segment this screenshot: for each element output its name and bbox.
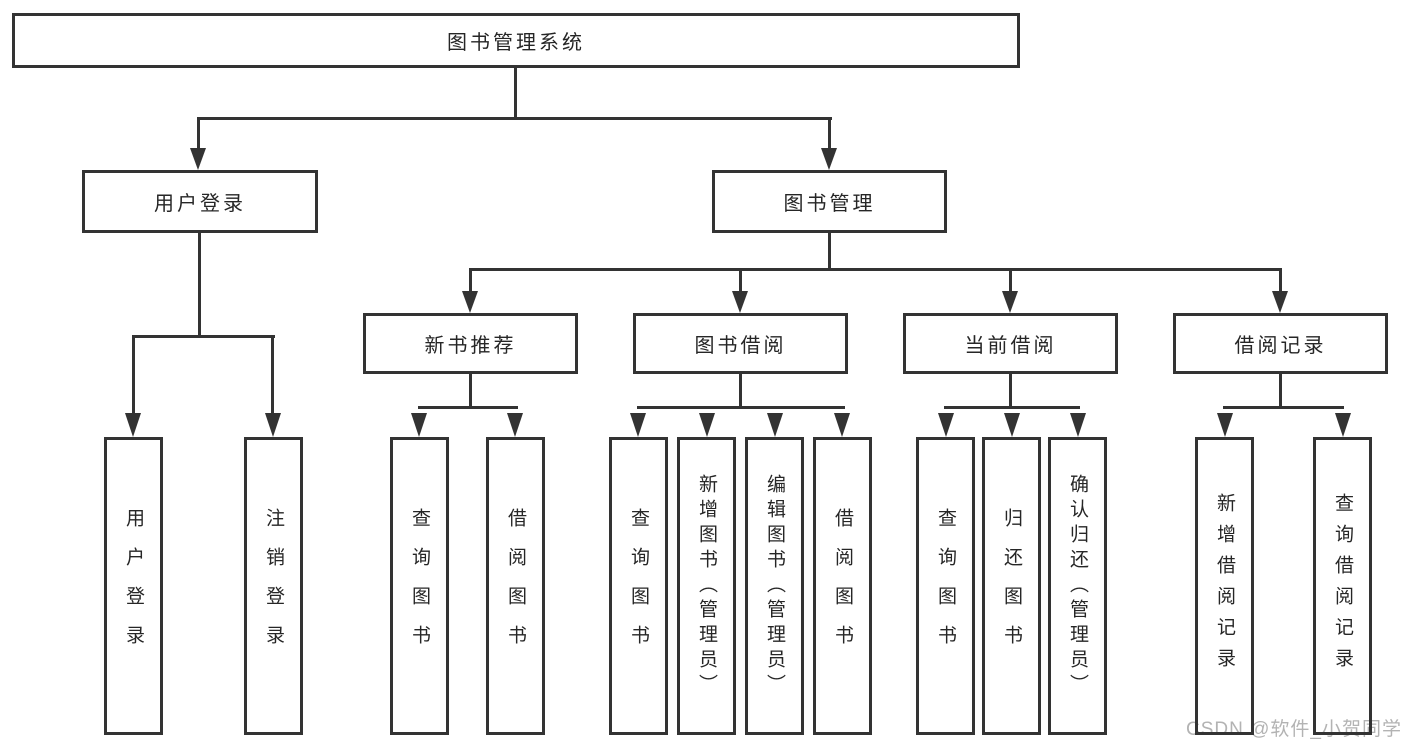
node-label: 借阅图书 — [832, 508, 853, 664]
arrow-down-icon — [125, 413, 141, 437]
node-book-management: 图书管理 — [712, 170, 947, 233]
arrow-down-icon — [507, 413, 523, 437]
connector-vline — [739, 268, 742, 292]
arrow-down-icon — [1217, 413, 1233, 437]
connector-vline — [469, 268, 472, 292]
arrow-down-icon — [1272, 291, 1288, 313]
connector-vline — [469, 373, 472, 409]
node-label: 查询图书 — [935, 508, 956, 664]
connector-hline — [197, 117, 832, 120]
csdn-watermark: CSDN @软件_小贺同学 — [1186, 719, 1402, 740]
connector-vline — [1009, 268, 1012, 292]
connector-vline — [132, 335, 135, 415]
node-borrowing-records: 借阅记录 — [1173, 313, 1388, 374]
connector-hline — [637, 406, 845, 409]
node-borrow-books-2: 借阅图书 — [813, 437, 872, 735]
node-label: 确认归还（管理员） — [1067, 473, 1088, 699]
node-query-books-2: 查询图书 — [609, 437, 668, 735]
node-library-management-system: 图书管理系统 — [12, 13, 1020, 68]
node-label: 当前借阅 — [964, 335, 1057, 357]
node-label: 注销登录 — [263, 508, 284, 664]
node-query-books-1: 查询图书 — [390, 437, 449, 735]
node-edit-book-admin: 编辑图书（管理员） — [745, 437, 804, 735]
connector-hline — [944, 406, 1080, 409]
connector-vline — [828, 117, 831, 150]
node-label: 编辑图书（管理员） — [764, 473, 785, 699]
node-label: 图书管理系统 — [447, 32, 585, 54]
node-label: 借阅记录 — [1234, 335, 1327, 357]
node-new-book-recommendation: 新书推荐 — [363, 313, 578, 374]
arrow-down-icon — [462, 291, 478, 313]
node-add-book-admin: 新增图书（管理员） — [677, 437, 736, 735]
connector-vline — [198, 233, 201, 337]
connector-vline — [514, 66, 517, 119]
node-label: 新书推荐 — [424, 335, 517, 357]
node-label: 用户登录 — [123, 508, 144, 664]
arrow-down-icon — [821, 148, 837, 170]
node-label: 新增图书（管理员） — [696, 473, 717, 699]
arrow-down-icon — [265, 413, 281, 437]
node-current-borrowing: 当前借阅 — [903, 313, 1118, 374]
arrow-down-icon — [699, 413, 715, 437]
connector-vline — [828, 233, 831, 271]
node-label: 归还图书 — [1001, 508, 1022, 664]
arrow-down-icon — [1070, 413, 1086, 437]
node-borrow-books-1: 借阅图书 — [486, 437, 545, 735]
arrow-down-icon — [411, 413, 427, 437]
node-label: 查询借阅记录 — [1332, 493, 1353, 679]
connector-vline — [271, 335, 274, 415]
node-return-book: 归还图书 — [982, 437, 1041, 735]
node-query-borrow-record: 查询借阅记录 — [1313, 437, 1372, 735]
arrow-down-icon — [767, 413, 783, 437]
connector-hline — [132, 335, 275, 338]
arrow-down-icon — [732, 291, 748, 313]
connector-vline — [739, 373, 742, 409]
node-label: 查询图书 — [409, 508, 430, 664]
arrow-down-icon — [938, 413, 954, 437]
arrow-down-icon — [1002, 291, 1018, 313]
node-add-borrow-record: 新增借阅记录 — [1195, 437, 1254, 735]
arrow-down-icon — [630, 413, 646, 437]
node-label: 图书借阅 — [694, 335, 787, 357]
arrow-down-icon — [834, 413, 850, 437]
connector-vline — [1009, 373, 1012, 409]
node-query-books-3: 查询图书 — [916, 437, 975, 735]
arrow-down-icon — [1335, 413, 1351, 437]
arrow-down-icon — [1004, 413, 1020, 437]
node-confirm-return-admin: 确认归还（管理员） — [1048, 437, 1107, 735]
node-user-login: 用户登录 — [82, 170, 318, 233]
node-book-borrowing: 图书借阅 — [633, 313, 848, 374]
node-label: 图书管理 — [783, 193, 876, 215]
node-user-login-leaf: 用户登录 — [104, 437, 163, 735]
connector-vline — [1279, 268, 1282, 292]
connector-hline — [418, 406, 518, 409]
node-label: 用户登录 — [154, 193, 246, 215]
connector-hline — [1223, 406, 1344, 409]
node-label: 新增借阅记录 — [1214, 493, 1235, 679]
connector-vline — [1279, 373, 1282, 409]
connector-vline — [197, 117, 200, 150]
arrow-down-icon — [190, 148, 206, 170]
node-label: 查询图书 — [628, 508, 649, 664]
node-logout: 注销登录 — [244, 437, 303, 735]
connector-hline — [469, 268, 1282, 271]
node-label: 借阅图书 — [505, 508, 526, 664]
